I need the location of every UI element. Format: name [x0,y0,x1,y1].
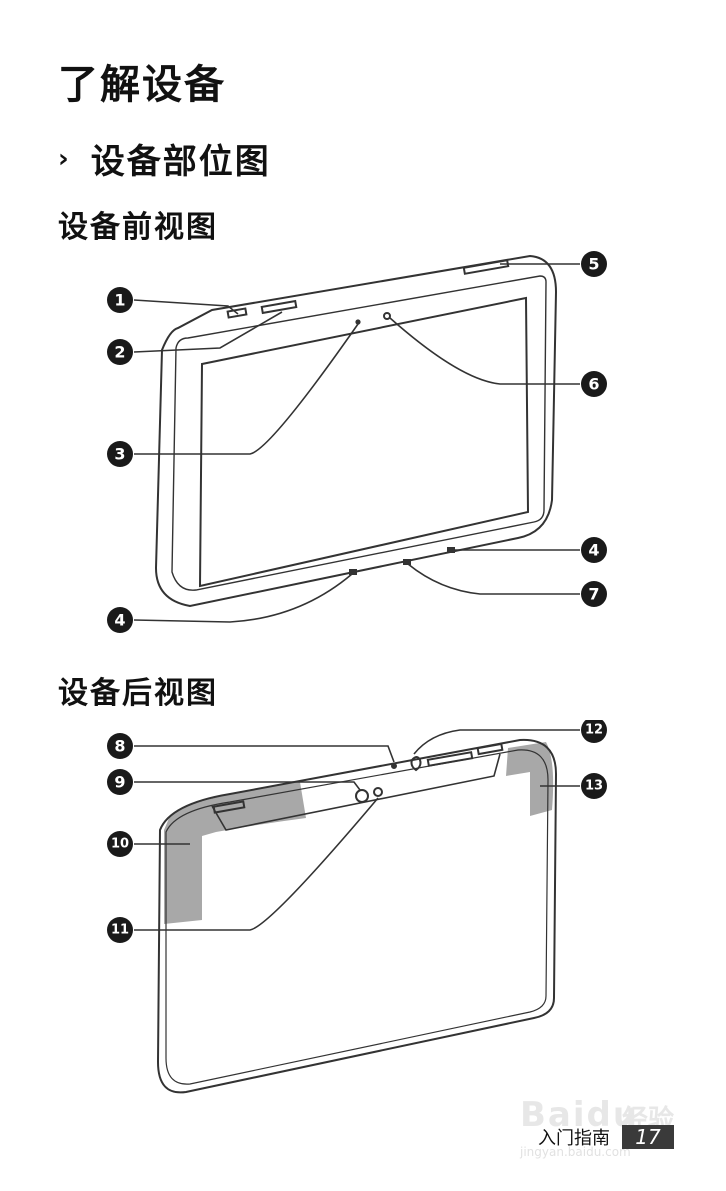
svg-text:9: 9 [114,773,125,792]
page-title: 了解设备 [58,62,226,108]
svg-text:11: 11 [111,923,129,938]
callout-4-left: 4 [107,607,133,633]
callout-1: 1 [107,287,133,313]
svg-text:13: 13 [585,779,603,794]
watermark-brand: Baidu [520,1095,640,1135]
baidu-watermark: Baidu 经验 jingyan.baidu.com [520,1075,690,1165]
rear-camera-icon [355,789,369,803]
volume-button [260,299,298,315]
svg-text:6: 6 [588,375,599,394]
speaker-left [349,569,357,575]
slot-cover [462,259,510,275]
callout-6: 6 [581,371,607,397]
callout-4-right: 4 [581,537,607,563]
front-callouts: 1 2 3 4 5 6 4 7 [107,251,607,633]
light-sensor-icon [355,319,361,325]
front-view-title: 设备前视图 [58,210,218,245]
back-slot [426,751,474,767]
callout-12: 12 [581,720,607,743]
back-top-button [476,742,504,756]
tablet-front-bezel [171,275,547,591]
page-footer: 入门指南 17 [538,1124,674,1150]
flash-icon [373,787,383,797]
front-view-illustration: 1 2 3 4 5 6 4 7 [107,251,607,633]
front-camera-icon [383,312,391,320]
page-number-badge: 17 [622,1125,674,1149]
svg-text:2: 2 [114,343,125,362]
watermark-url: jingyan.baidu.com [520,1145,631,1159]
footer-section-name: 入门指南 [538,1128,610,1149]
svg-text:5: 5 [588,255,599,274]
section-heading: › 设备部位图 [58,134,271,183]
callout-13: 13 [581,773,607,799]
svg-text:4: 4 [588,541,599,560]
back-vol-button [212,800,246,814]
headset-jack [410,756,422,772]
back-callouts: 8 9 10 11 12 13 [107,720,607,943]
back-view-title: 设备后视图 [58,676,218,711]
callout-3: 3 [107,441,133,467]
mic-hole [391,763,397,769]
svg-text:10: 10 [111,837,129,852]
svg-text:8: 8 [114,737,125,756]
section-title: 设备部位图 [90,142,271,182]
callout-8: 8 [107,733,133,759]
svg-text:3: 3 [114,445,125,464]
chevron-right-icon: › [58,143,71,174]
back-top-strip [211,753,501,831]
svg-text:4: 4 [114,611,125,630]
power-button [226,307,248,319]
svg-text:1: 1 [114,291,125,310]
callout-10: 10 [107,831,133,857]
tablet-back-edge [165,749,549,1085]
callout-7: 7 [581,581,607,607]
callout-9: 9 [107,769,133,795]
tablet-back-body [156,738,558,1094]
svg-text:12: 12 [585,723,603,738]
back-view-illustration: 8 9 10 11 12 13 [107,720,607,1094]
connector-port [403,559,411,565]
tablet-front-body [154,254,558,608]
speaker-right [447,547,455,553]
tablet-front-screen [198,296,530,588]
callout-11: 11 [107,917,133,943]
svg-text:7: 7 [588,585,599,604]
callout-5: 5 [581,251,607,277]
antenna-area-left [164,782,306,924]
callout-2: 2 [107,339,133,365]
antenna-area-right [506,742,554,816]
